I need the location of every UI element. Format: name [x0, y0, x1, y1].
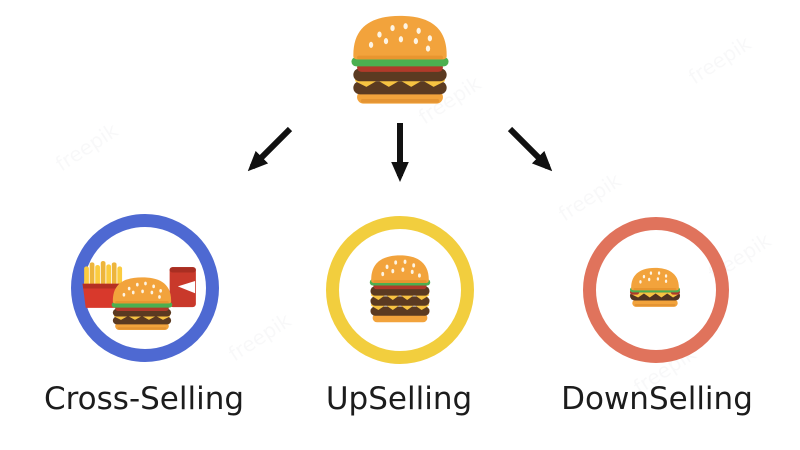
soda-can-icon	[169, 267, 196, 308]
triple-burger-icon	[369, 255, 431, 323]
small-burger-icon	[629, 267, 681, 307]
watermark: freepik	[554, 168, 626, 226]
cross-selling-label: Cross-Selling	[43, 381, 245, 417]
watermark: freepik	[684, 31, 756, 89]
watermark: freepik	[51, 118, 123, 176]
arrow-down-left-icon	[247, 126, 293, 172]
upselling-label: UpSelling	[325, 381, 473, 417]
root-burger-icon	[351, 15, 449, 104]
burger-fries-drink-combo-icon	[82, 261, 196, 330]
watermark: freepik	[224, 308, 296, 366]
downselling-label: DownSelling	[561, 381, 753, 417]
burger-icon	[111, 277, 173, 330]
arrow-down-right-icon	[507, 126, 553, 172]
